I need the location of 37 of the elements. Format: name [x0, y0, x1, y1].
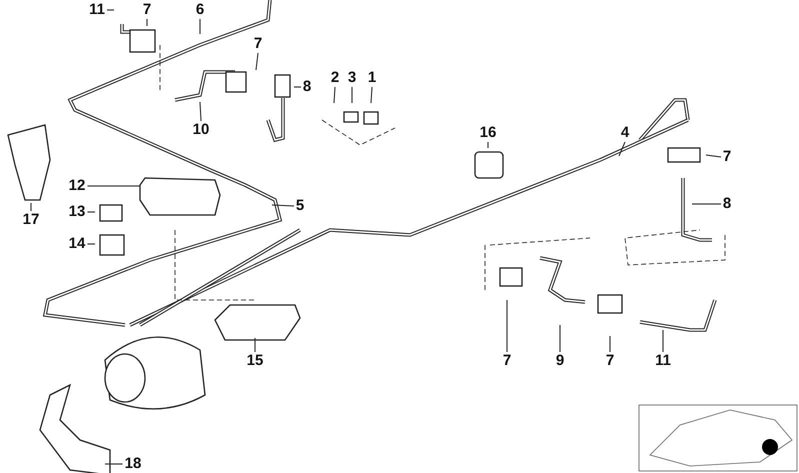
callout-number: 7 [502, 353, 512, 369]
leader-line [370, 86, 372, 104]
callout-number: 11 [89, 2, 105, 18]
callout-number: 14 [68, 236, 86, 252]
callout-number: 17 [22, 212, 40, 228]
leader-line [200, 102, 202, 122]
callout-number: 7 [722, 149, 732, 165]
callout-number: 2 [330, 70, 340, 86]
leader-line [662, 330, 664, 352]
callout-number: 6 [196, 2, 204, 18]
leader-line [30, 202, 32, 212]
callout-number: 3 [348, 70, 356, 86]
leader-line [272, 204, 294, 206]
leader-line [506, 300, 508, 352]
leader-line [256, 52, 258, 70]
callout-number: 12 [68, 178, 86, 194]
callout-number: 5 [296, 198, 304, 214]
leader-line [334, 86, 336, 104]
callout-number: 16 [480, 125, 496, 141]
callout-number: 9 [556, 353, 564, 369]
callout-number: 8 [302, 79, 312, 95]
callout-number: 7 [606, 353, 614, 369]
callout-number: 1 [368, 70, 376, 86]
callout-number: 13 [68, 204, 86, 220]
callout-number: 8 [722, 196, 732, 212]
leader-line [618, 142, 626, 156]
callout-number: 7 [254, 36, 262, 52]
callout-number: 15 [246, 353, 264, 369]
leader-line [146, 18, 148, 26]
leader-line [706, 154, 722, 158]
callout-number: 10 [192, 122, 210, 138]
leader-line [254, 338, 256, 352]
callout-number: 11 [655, 353, 671, 369]
callout-number: 18 [124, 456, 142, 472]
callout-number: 4 [620, 125, 630, 141]
leader-line [294, 86, 302, 88]
callout-number: 7 [142, 2, 152, 18]
